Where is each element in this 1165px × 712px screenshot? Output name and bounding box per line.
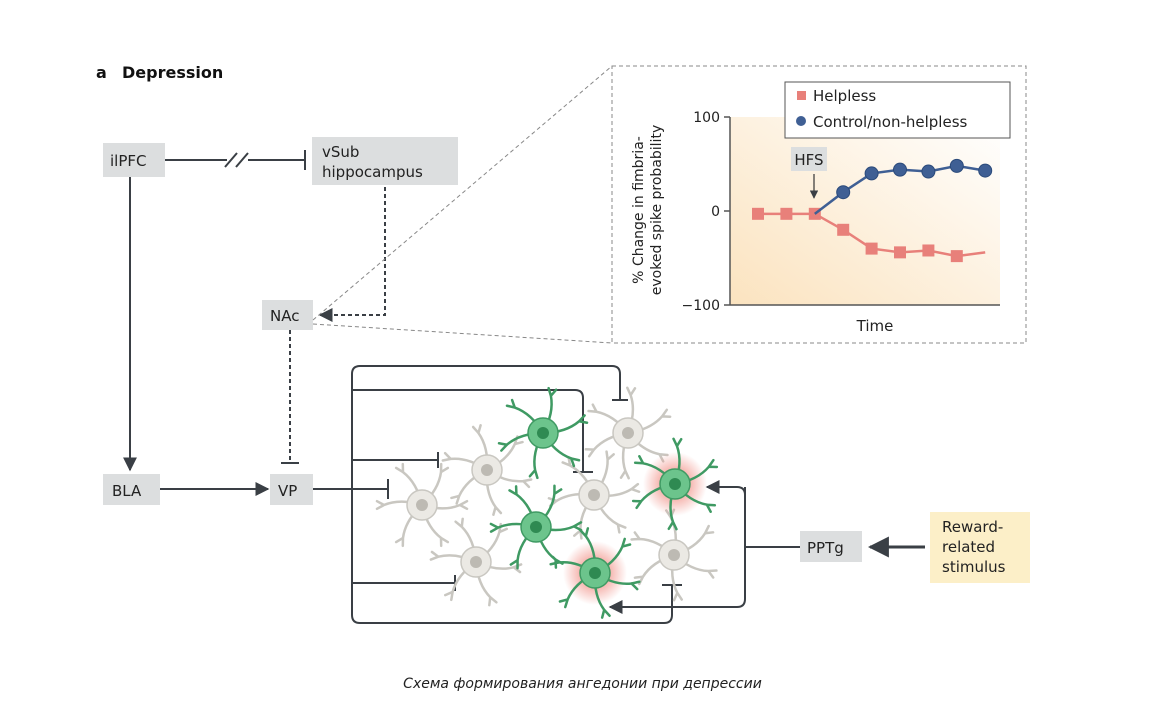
node-pptg: PPTg (800, 531, 862, 562)
control-point (836, 185, 851, 200)
node-ilpfc: ilPFC (103, 143, 165, 177)
svg-text:NAc: NAc (270, 307, 299, 325)
chart-legend (784, 81, 1011, 139)
node-vsub: vSub hippocampus (312, 137, 458, 185)
control-point (921, 164, 936, 179)
node-reward-stimulus: Reward-related stimulus (930, 512, 1030, 583)
neuron-network (375, 386, 719, 619)
y-tick-minus100: −100 (682, 298, 720, 314)
node-vp: VP (270, 474, 313, 505)
legend-helpless: Helpless (813, 87, 876, 105)
helpless-point (950, 250, 963, 263)
legend-control-marker (796, 116, 806, 126)
svg-text:vSub: vSub (322, 143, 359, 161)
node-bla: BLA (103, 474, 160, 505)
hfs-annotation: HFS (794, 151, 823, 169)
figure-caption: Схема формирования ангедонии при депресс… (403, 676, 762, 692)
svg-text:PPTg: PPTg (807, 539, 844, 557)
chart-series (752, 158, 993, 263)
hfs-label-box (791, 147, 827, 171)
helpless-point (922, 244, 935, 257)
helpless-point (837, 223, 850, 236)
y-axis-label-2: evoked spike probability (649, 125, 665, 295)
y-tick-100: 100 (693, 110, 720, 126)
svg-text:stimulus: stimulus (942, 558, 1006, 576)
connections (123, 65, 925, 624)
node-nac: NAc (262, 300, 313, 330)
grey-neuron (375, 462, 469, 548)
chart-plot-area (730, 117, 1000, 305)
green-neuron (631, 437, 719, 531)
svg-text:Reward-: Reward- (942, 518, 1003, 536)
svg-text:related: related (942, 538, 995, 556)
chart-axes (724, 116, 1000, 306)
control-point (978, 163, 993, 178)
legend-control: Control/non-helpless (813, 113, 968, 131)
green-neuron (549, 527, 641, 619)
x-axis-label: Time (856, 317, 894, 335)
grey-neuron (547, 450, 641, 540)
legend-helpless-marker (797, 91, 806, 100)
y-axis-label-1: % Change in fimbria- (631, 136, 647, 284)
helpless-point (752, 207, 764, 220)
svg-text:VP: VP (278, 482, 297, 500)
control-point (864, 166, 879, 181)
grey-neuron (441, 424, 533, 516)
helpless-point (780, 207, 793, 220)
grey-neuron (429, 517, 523, 607)
helpless-point (894, 246, 906, 259)
svg-text:hippocampus: hippocampus (322, 163, 423, 181)
panel-label: a (96, 63, 107, 82)
svg-text:BLA: BLA (112, 482, 142, 500)
chart-inset-frame (611, 65, 1027, 344)
green-neuron (497, 386, 589, 480)
helpless-point (865, 242, 878, 255)
figure-title: Depression (122, 63, 223, 82)
svg-text:ilPFC: ilPFC (110, 152, 146, 170)
green-neuron (489, 484, 583, 570)
control-point (949, 158, 964, 173)
control-point (893, 162, 907, 177)
y-tick-0: 0 (711, 204, 720, 220)
